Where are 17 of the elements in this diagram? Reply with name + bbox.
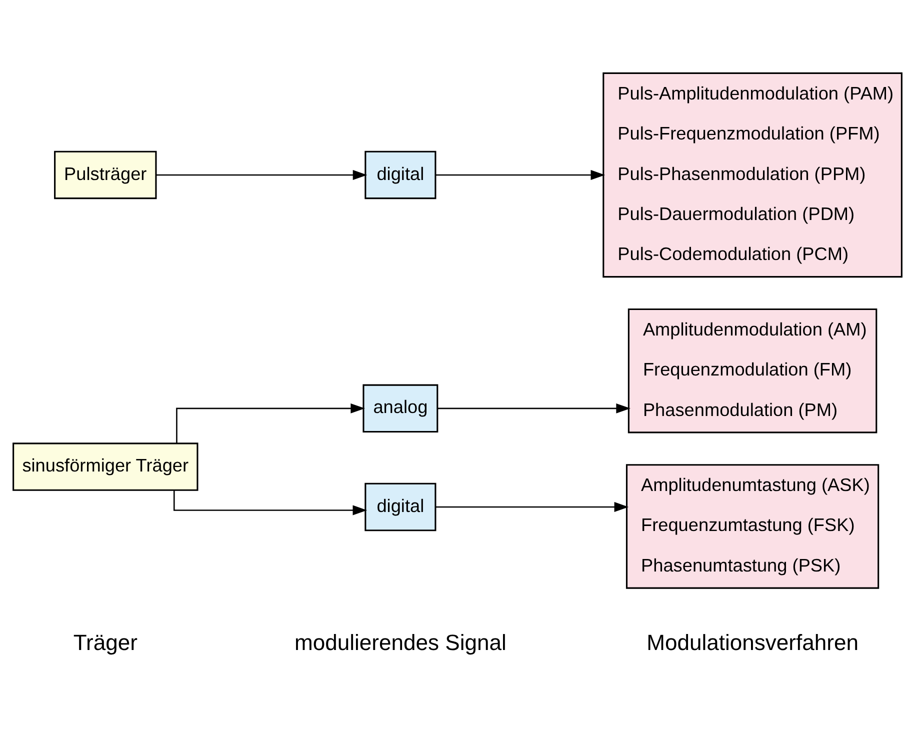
node-box: digital <box>364 482 436 532</box>
node-box: Amplitudenmodulation (AM) Frequenzmodulation (FM) Phasenmodulation (PM) <box>628 308 878 434</box>
node-box: Pulsträger <box>54 150 157 200</box>
arrow <box>437 403 630 414</box>
arrow <box>173 490 368 516</box>
label: Träger <box>73 630 138 655</box>
node-box: digital <box>364 150 436 200</box>
arrow <box>436 170 606 180</box>
node-box: Amplitudenumtastung (ASK) Frequenzumtastung (FSK) Phasenumtastung (PSK) <box>626 464 880 589</box>
node-box: sinusförmiger Träger <box>12 442 198 491</box>
arrow <box>156 170 368 180</box>
node-box: analog <box>362 384 438 433</box>
node-box: Puls-Amplitudenmodulation (PAM) Puls-Frequenzmodulation (PFM) Puls-Phasenmodulation (PPM) Puls-Dauermodulation (PDM) Puls-Codemodulation (PCM) <box>602 72 902 278</box>
label: modulierendes Signal <box>294 630 506 655</box>
arrow <box>436 502 629 512</box>
arrow <box>176 403 365 444</box>
label: Modulationsverfahren <box>646 630 858 655</box>
